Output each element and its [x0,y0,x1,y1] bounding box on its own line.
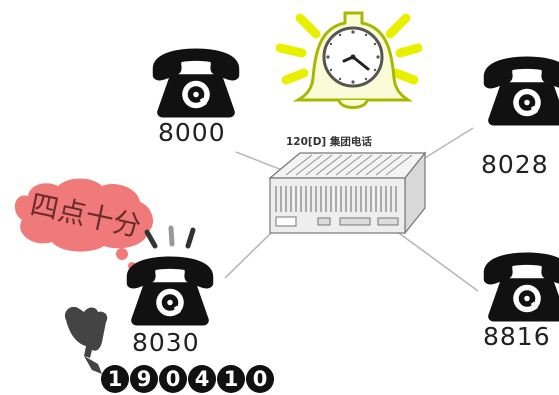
extension-label: 8030 [132,328,200,357]
dialed-digit: 0 [246,365,274,393]
extension-label: 8000 [158,118,226,147]
dialed-digits: 1 9 0 4 1 0 [101,365,274,393]
telephone-icon [484,57,559,126]
connector-8000 [236,152,287,172]
alarm-bell-clock-icon [280,13,418,108]
ringing-lines-icon [147,228,193,246]
pbx-switch-icon [270,153,425,233]
dialed-digit: 0 [159,365,187,393]
dialed-digit: 9 [130,365,158,393]
telephone-icon [127,257,213,326]
connector-8816 [392,228,478,291]
dialed-digit: 4 [188,365,216,393]
telephone-icon [153,49,239,118]
connector-8030 [225,232,272,278]
pointing-hand-icon [65,307,107,374]
extension-label: 8816 [483,322,551,351]
telephone-icon [484,253,559,322]
switch-caption: 120[D] 集团电话 [286,134,372,149]
dialed-digit: 1 [101,365,129,393]
dialed-digit: 1 [217,365,245,393]
extension-label: 8028 [481,150,549,179]
